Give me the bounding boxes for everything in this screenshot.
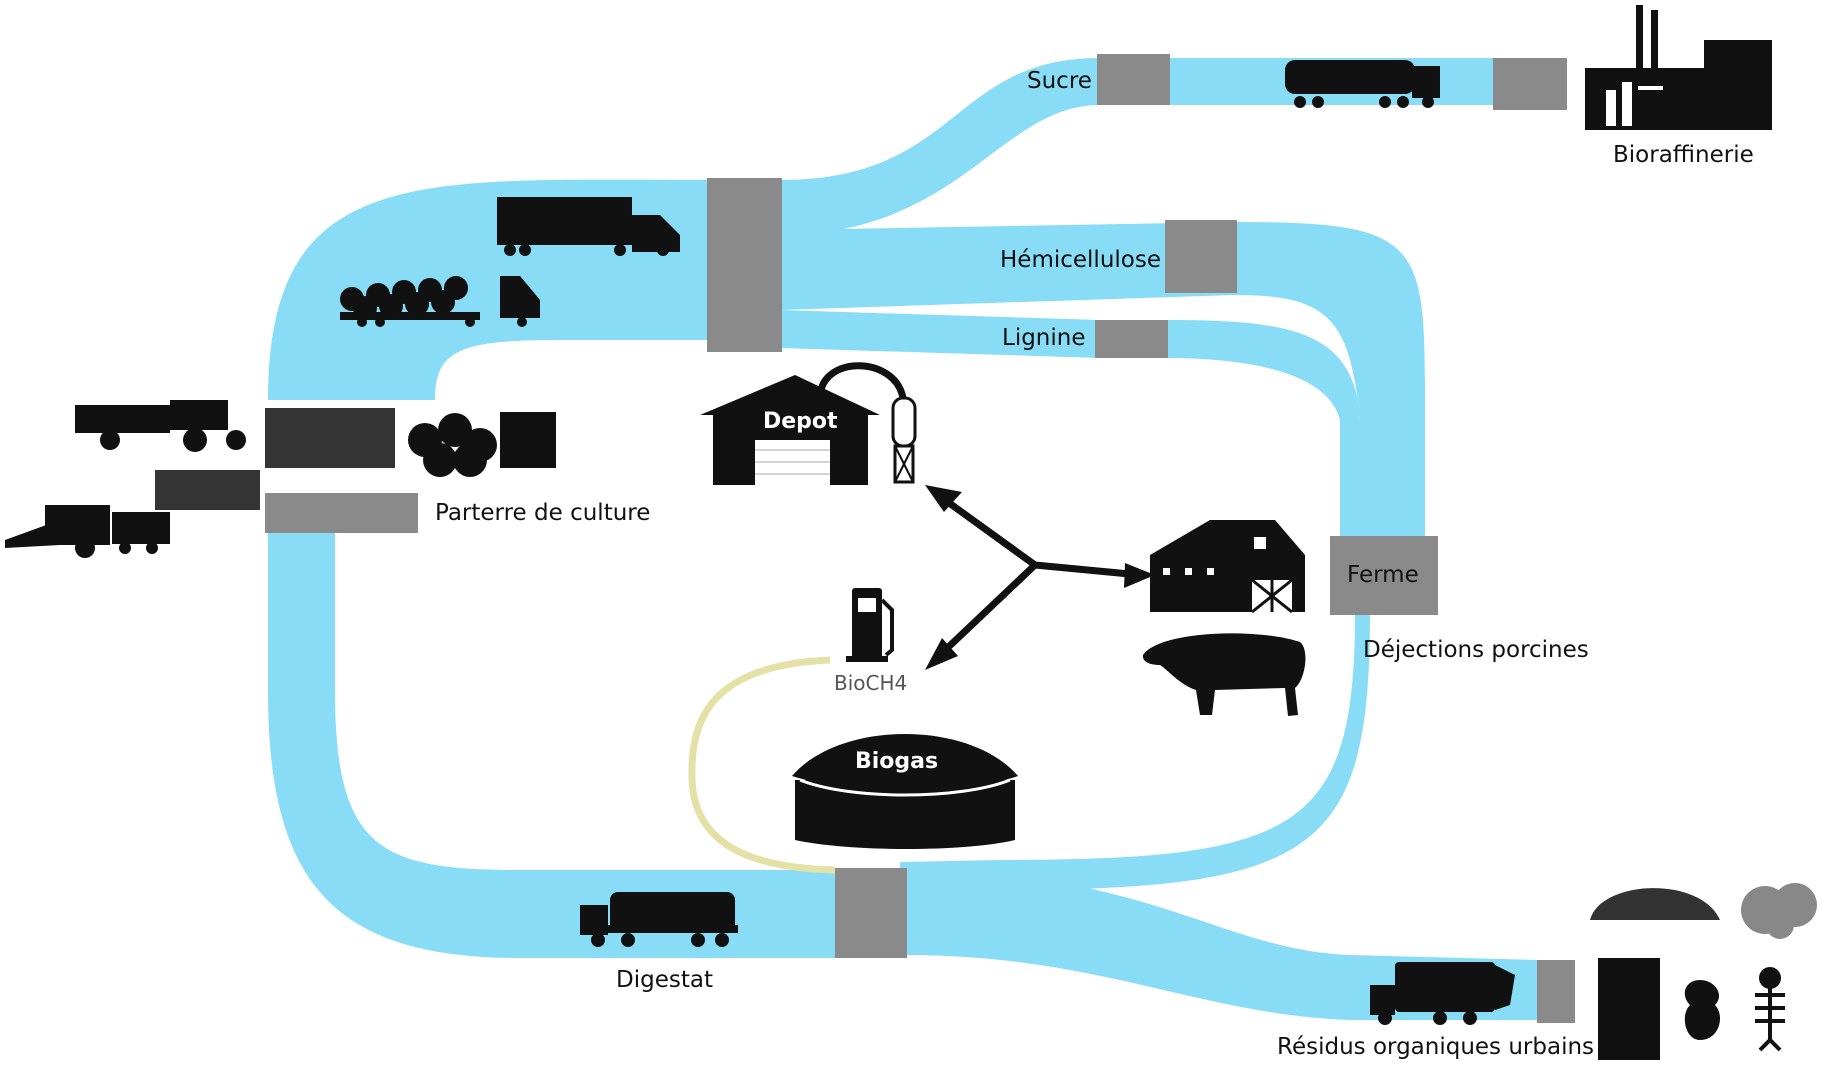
node-lignine [1095, 320, 1168, 358]
biogas-tank-icon [792, 734, 1018, 849]
node-depot [707, 178, 782, 352]
crop-field-icon [155, 408, 556, 510]
reeds-icon [1598, 958, 1660, 1060]
flow-ferme-to-digestat [900, 612, 1370, 890]
node-ferme [1330, 536, 1438, 615]
truck-icon-sucre [1285, 60, 1440, 108]
depot-building-icon [700, 362, 917, 485]
flow-field-to-digestat [268, 500, 835, 958]
depot-label: Depot [763, 409, 838, 434]
node-parterre [265, 493, 418, 533]
harvester-icon [5, 505, 170, 558]
biogas-pipe [688, 656, 836, 874]
label-sucre: Sucre [1027, 68, 1092, 94]
bioch4-label: BioCH4 [834, 671, 907, 695]
wood-chips-icon [1590, 888, 1720, 920]
arrow-to-depot [925, 485, 962, 512]
flow-residues-to-digestat [905, 870, 1540, 1020]
biogas-label: Biogas [855, 749, 938, 774]
flow-lignine-to-ferme [1165, 320, 1360, 540]
label-parterre: Parterre de culture [435, 500, 650, 526]
truck-icon-semi [497, 197, 680, 256]
node-hemicellulose [1165, 220, 1237, 293]
apple-core-icon [1684, 980, 1720, 1040]
label-dejections: Déjections porcines [1363, 637, 1589, 663]
flow-field-to-depot [268, 179, 720, 400]
label-residus: Résidus organiques urbains [1277, 1034, 1594, 1060]
pig-icon [1142, 633, 1306, 716]
flow-hemicellulose-to-ferme [1235, 222, 1425, 540]
baler-tractor-icon [75, 400, 246, 452]
truck-icon-bales [340, 276, 540, 327]
label-digestat: Digestat [616, 967, 713, 993]
fish-bone-icon [1755, 967, 1785, 1052]
label-bioraffinerie: Bioraffinerie [1613, 142, 1754, 168]
factory-icon [1585, 5, 1772, 130]
flow-depot-to-sucre [780, 58, 1100, 235]
node-residus [1537, 960, 1575, 1023]
flow-depot-to-hemicellulose [780, 222, 1235, 310]
label-lignine: Lignine [1002, 325, 1086, 351]
gas-pump-icon [846, 588, 894, 662]
garbage-truck-icon [1370, 962, 1515, 1025]
truck-icon-digestat [580, 892, 738, 947]
distribution-arrows [925, 485, 1155, 670]
nodes [265, 54, 1575, 1023]
barn-icon [1150, 520, 1305, 614]
arrow-to-barn [1124, 563, 1155, 588]
node-sucre [1097, 54, 1170, 105]
arrow-to-bioch4 [925, 638, 958, 670]
label-ferme: Ferme [1347, 562, 1419, 588]
label-hemicellulose: Hémicellulose [1000, 247, 1161, 273]
node-digestat [835, 868, 907, 958]
node-bioraffinerie-in [1493, 58, 1567, 110]
rocks-icon [1741, 883, 1817, 939]
flow-depot-to-lignine [780, 310, 1100, 358]
